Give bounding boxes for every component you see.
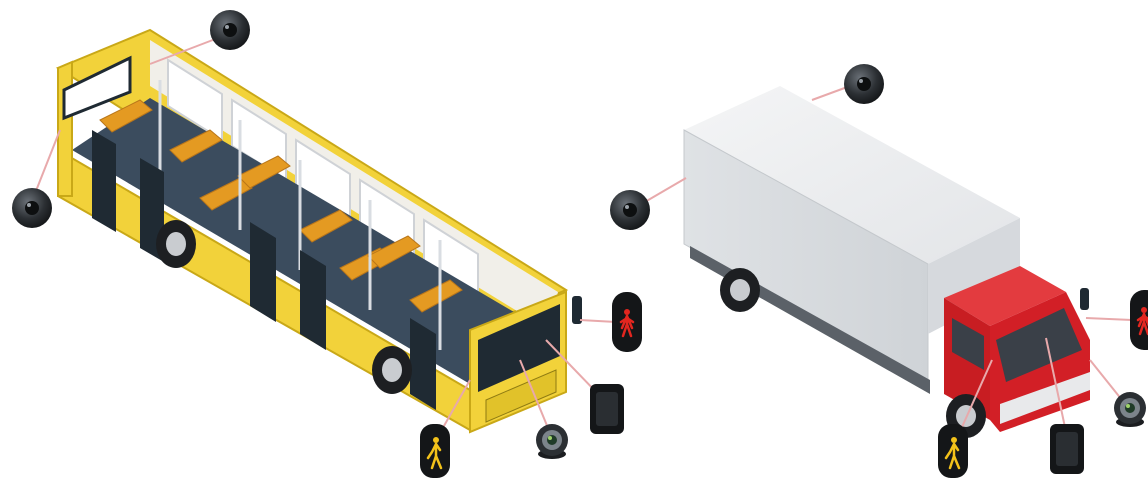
box-truck [684, 86, 1090, 438]
mobile-dvr-icon [590, 384, 624, 434]
driver-monitor-camera-icon [536, 424, 568, 459]
pedestrian-yellow-signal-icon [420, 424, 450, 478]
city-bus [58, 30, 582, 432]
bus-rear [58, 62, 72, 196]
pedestrian-red-signal-icon [1130, 290, 1148, 350]
side-camera-icon [610, 190, 650, 230]
side-camera-icon [12, 188, 52, 228]
pedestrian-red-signal-icon [612, 292, 642, 352]
truck-mirror [1080, 288, 1089, 310]
dome-camera-icon [844, 64, 884, 104]
driver-monitor-camera-icon [1114, 392, 1146, 427]
dome-camera-icon [210, 10, 250, 50]
mobile-dvr-icon [1050, 424, 1084, 474]
pedestrian-yellow-signal-icon [938, 424, 968, 478]
